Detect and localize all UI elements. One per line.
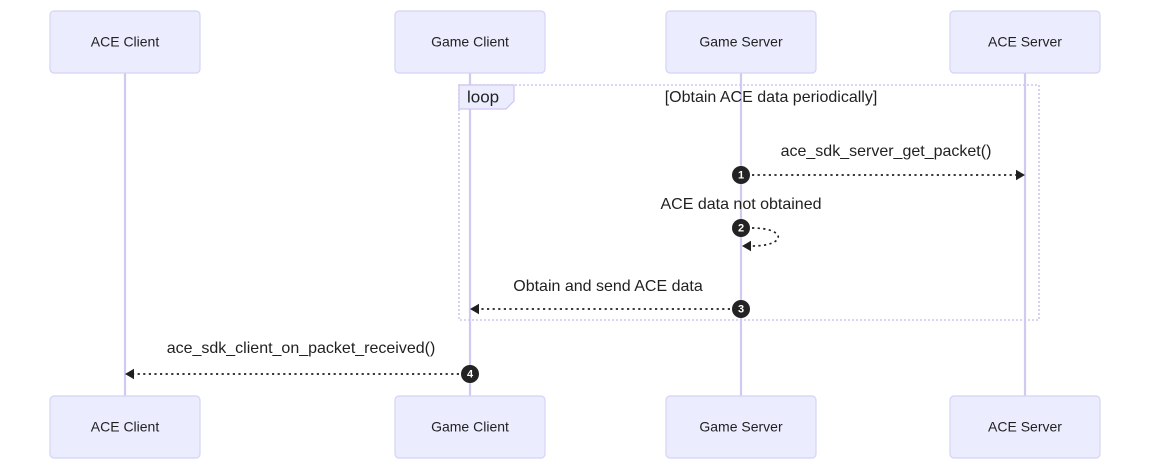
- message-sequence-badge-2: 2: [732, 219, 750, 237]
- message-line-self-2: [751, 227, 780, 247]
- message-3: 3 Obtain and send ACE data: [470, 278, 750, 318]
- badge-circle: [461, 365, 479, 383]
- participant-box[interactable]: [949, 395, 1101, 459]
- badge-circle: [732, 166, 750, 184]
- participant-box[interactable]: [665, 10, 817, 74]
- participant-label: ACE Server: [988, 419, 1062, 435]
- participant-bottom-ace-server[interactable]: ACE Server: [949, 395, 1101, 459]
- badge-number: 3: [738, 304, 744, 316]
- participant-label: Game Server: [699, 419, 783, 435]
- participant-top-ace-server[interactable]: ACE Server: [949, 10, 1101, 74]
- badge-number: 1: [738, 170, 744, 182]
- loop-fragment-border: [458, 84, 1040, 321]
- participant-box[interactable]: [394, 395, 546, 459]
- badge-circle: [732, 219, 750, 237]
- participant-box[interactable]: [394, 10, 546, 74]
- participant-top-game-client[interactable]: Game Client: [394, 10, 546, 74]
- badge-number: 4: [467, 369, 474, 381]
- loop-fragment-condition-label: [Obtain ACE data periodically]: [665, 89, 878, 106]
- message-sequence-badge-3: 3: [732, 300, 750, 318]
- badge-circle: [732, 300, 750, 318]
- message-sequence-badge-4: 4: [461, 365, 479, 383]
- participant-box[interactable]: [949, 10, 1101, 74]
- participant-label: Game Server: [699, 34, 783, 50]
- message-label-2: ACE data not obtained: [660, 196, 821, 213]
- arrow-head-icon: [125, 368, 134, 380]
- loop-fragment-tab: [458, 84, 515, 110]
- message-4: 4 ace_sdk_client_on_packet_received(): [125, 340, 479, 383]
- message-sequence-badge-1: 1: [732, 166, 750, 184]
- loop-fragment-layer: loop [Obtain ACE data periodically]: [458, 84, 1040, 321]
- arrow-head-icon: [742, 240, 751, 252]
- participant-bottom-game-client[interactable]: Game Client: [394, 395, 546, 459]
- participant-label: ACE Server: [988, 34, 1062, 50]
- badge-number: 2: [738, 223, 744, 235]
- participant-box[interactable]: [665, 395, 817, 459]
- participant-box[interactable]: [49, 10, 201, 74]
- message-label-1: ace_sdk_server_get_packet(): [781, 143, 992, 160]
- message-label-3: Obtain and send ACE data: [513, 278, 703, 295]
- participant-top-ace-client[interactable]: ACE Client: [49, 10, 201, 74]
- arrow-head-icon: [470, 303, 479, 315]
- participant-label: ACE Client: [91, 419, 160, 435]
- messages-layer: 1 ace_sdk_server_get_packet() 2 ACE data no…: [125, 143, 1025, 383]
- participant-label: Game Client: [431, 419, 509, 435]
- participant-box[interactable]: [49, 395, 201, 459]
- participant-bottom-ace-client[interactable]: ACE Client: [49, 395, 201, 459]
- message-1: 1 ace_sdk_server_get_packet(): [732, 143, 1025, 184]
- participant-label: ACE Client: [91, 34, 160, 50]
- participant-bottom-game-server[interactable]: Game Server: [665, 395, 817, 459]
- message-2: 2 ACE data not obtained: [660, 196, 822, 252]
- loop-fragment-tab-label: loop: [467, 87, 499, 106]
- arrow-head-icon: [1016, 169, 1025, 181]
- participant-label: Game Client: [431, 34, 509, 50]
- participant-top-game-server[interactable]: Game Server: [665, 10, 817, 74]
- message-label-4: ace_sdk_client_on_packet_received(): [167, 340, 436, 357]
